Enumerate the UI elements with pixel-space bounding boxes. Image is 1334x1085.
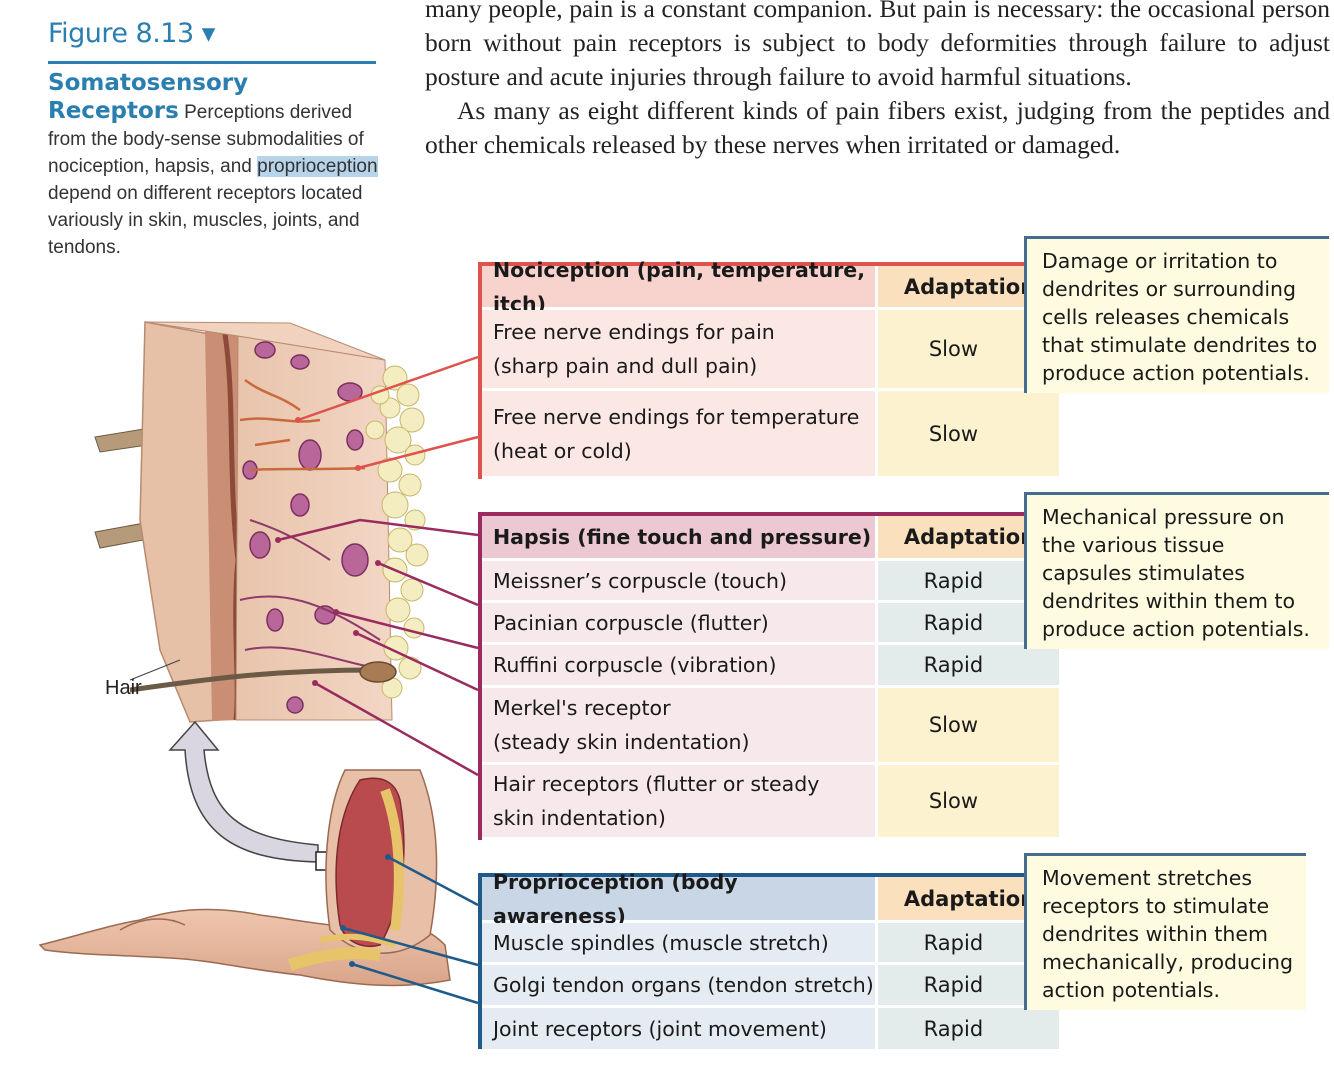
table-row: Free nerve endings for temperature (heat … bbox=[482, 391, 1059, 479]
table-row: Meissner’s corpuscle (touch) Rapid bbox=[482, 561, 1059, 603]
hapsis-header-row: Hapsis (fine touch and pressure) Adaptat… bbox=[482, 512, 1059, 561]
proprioception-info-box: Movement stretches receptors to stimulat… bbox=[1024, 853, 1306, 1010]
receptor-detail: skin indentation) bbox=[493, 806, 666, 830]
receptor-detail: (steady skin indentation) bbox=[493, 730, 750, 754]
adaptation-value: Rapid bbox=[877, 1008, 1059, 1049]
table-row: Golgi tendon organs (tendon stretch) Rap… bbox=[482, 965, 1059, 1008]
receptor-name: Muscle spindles (muscle stretch) bbox=[482, 923, 875, 962]
receptor-name: Pacinian corpuscle (flutter) bbox=[482, 603, 875, 642]
proprioception-table: Proprioception (body awareness) Adaptati… bbox=[478, 870, 1059, 1049]
adaptation-value: Slow bbox=[877, 688, 1059, 762]
receptor-detail: (sharp pain and dull pain) bbox=[493, 354, 758, 378]
table-row: Merkel's receptor (steady skin indentatio… bbox=[482, 688, 1059, 765]
receptor-name: Joint receptors (joint movement) bbox=[482, 1008, 875, 1049]
receptor-name: Ruffini corpuscle (vibration) bbox=[482, 645, 875, 685]
nociception-header: Nociception (pain, temperature, itch) bbox=[482, 258, 875, 316]
caption-title: Somatosensory Receptors bbox=[48, 70, 249, 124]
receptor-name: Merkel's receptor bbox=[493, 696, 671, 720]
nociception-header-row: Nociception (pain, temperature, itch) Ad… bbox=[482, 258, 1059, 316]
table-row: Joint receptors (joint movement) Rapid bbox=[482, 1008, 1059, 1049]
caption-text-1: Perceptions derived from the body-sense … bbox=[48, 102, 364, 177]
proprioception-header: Proprioception (body awareness) bbox=[482, 870, 875, 928]
hapsis-header: Hapsis (fine touch and pressure) bbox=[482, 516, 875, 558]
table-row: Ruffini corpuscle (vibration) Rapid bbox=[482, 645, 1059, 688]
receptor-name: Meissner’s corpuscle (touch) bbox=[482, 561, 875, 600]
nociception-info-box: Damage or irritation to dendrites or sur… bbox=[1024, 236, 1329, 393]
table-row: Pacinian corpuscle (flutter) Rapid bbox=[482, 603, 1059, 645]
receptor-name: Free nerve endings for temperature bbox=[493, 404, 860, 429]
figure-label: Figure 8.13 ▾ bbox=[48, 18, 215, 49]
caption-text-2: depend on different receptors located va… bbox=[48, 183, 363, 258]
body-paragraph-2: As many as eight different kinds of pain… bbox=[425, 96, 1330, 159]
hair-label: Hair bbox=[105, 677, 142, 699]
figure-divider bbox=[48, 61, 376, 64]
table-row: Free nerve endings for pain (sharp pain a… bbox=[482, 310, 1059, 391]
receptor-name: Free nerve endings for pain bbox=[493, 320, 775, 344]
caption-highlight[interactable]: proprioception bbox=[257, 156, 378, 177]
body-text: many people, pain is a constant companio… bbox=[425, 0, 1330, 162]
table-row: Hair receptors (flutter or steady skin in… bbox=[482, 765, 1059, 840]
figure-caption: Somatosensory Receptors Perceptions deri… bbox=[48, 70, 378, 261]
adaptation-value: Rapid bbox=[877, 645, 1059, 685]
body-paragraph-1: many people, pain is a constant companio… bbox=[425, 0, 1330, 91]
hapsis-info-box: Mechanical pressure on the various tissu… bbox=[1024, 492, 1329, 649]
receptor-name: Golgi tendon organs (tendon stretch) bbox=[482, 965, 875, 1005]
skin-and-arm-illustration bbox=[38, 321, 479, 1005]
adaptation-value: Slow bbox=[877, 765, 1059, 837]
receptor-detail: (heat or cold) bbox=[493, 438, 632, 463]
table-row: Muscle spindles (muscle stretch) Rapid bbox=[482, 923, 1059, 965]
proprioception-header-row: Proprioception (body awareness) Adaptati… bbox=[482, 870, 1059, 928]
hapsis-table: Hapsis (fine touch and pressure) Adaptat… bbox=[478, 512, 1059, 840]
nociception-table: Nociception (pain, temperature, itch) Ad… bbox=[478, 258, 1059, 479]
receptor-name: Hair receptors (flutter or steady bbox=[493, 772, 820, 796]
adaptation-value: Slow bbox=[877, 391, 1059, 476]
